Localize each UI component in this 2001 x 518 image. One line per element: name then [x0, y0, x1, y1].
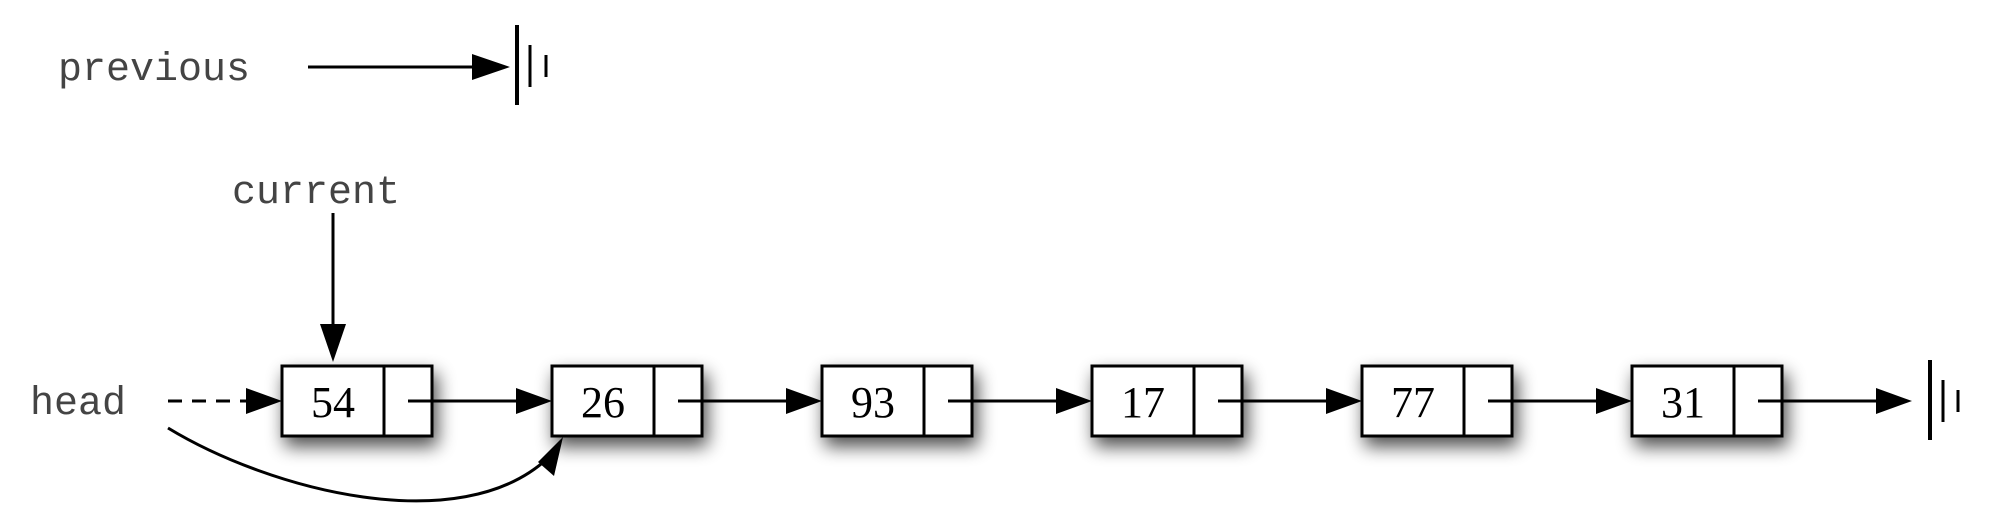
previous-label: previous [58, 48, 250, 93]
next-pointer-arrow [1488, 388, 1632, 414]
head-curved-arrow [167, 426, 563, 503]
next-pointer-arrow [1758, 388, 1912, 414]
list-node: 26 [550, 364, 704, 438]
list-node: 17 [1090, 364, 1244, 438]
node-value: 31 [1661, 378, 1705, 427]
next-pointer-arrow [678, 388, 822, 414]
previous-arrow [308, 54, 510, 80]
node-value: 26 [581, 378, 625, 427]
current-arrow [320, 213, 346, 362]
list-node: 77 [1360, 364, 1514, 438]
tail-null-ground-icon [1928, 360, 1960, 440]
current-label: current [232, 171, 400, 216]
list-node: 54 [280, 364, 434, 438]
node-value: 54 [311, 378, 355, 427]
list-node: 31 [1630, 364, 1784, 438]
next-pointer-arrow [1218, 388, 1362, 414]
node-value: 17 [1121, 378, 1165, 427]
next-pointer-arrow [408, 388, 552, 414]
node-value: 93 [851, 378, 895, 427]
previous-null-ground-icon [515, 25, 548, 105]
list-node: 93 [820, 364, 974, 438]
head-dashed-arrow [168, 388, 282, 414]
nodes-layer: 54 26 93 17 77 31 [280, 364, 1912, 438]
node-value: 77 [1391, 378, 1435, 427]
next-pointer-arrow [948, 388, 1092, 414]
head-label: head [30, 382, 126, 427]
